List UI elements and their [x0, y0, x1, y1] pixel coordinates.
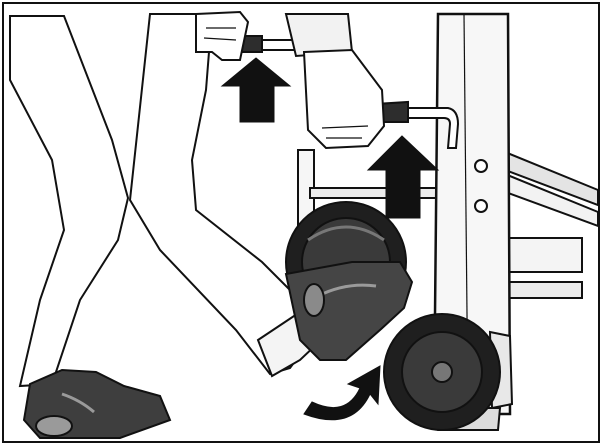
back-leg [10, 16, 128, 386]
curved-arrow-icon [304, 366, 380, 420]
upper-hand [196, 12, 248, 60]
lower-hand [304, 50, 384, 148]
bolt-hole [475, 160, 487, 172]
bolt-hole [475, 200, 487, 212]
up-arrow-icon [222, 58, 290, 122]
up-arrow-icon [368, 136, 438, 218]
front-wheel [384, 314, 500, 430]
